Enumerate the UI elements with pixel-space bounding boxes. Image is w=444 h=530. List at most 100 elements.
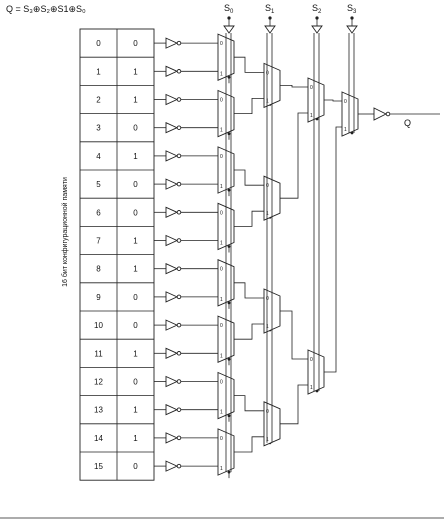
mux0-to-mux1-wire: [234, 169, 264, 186]
table-value-cell: 0: [133, 293, 138, 302]
inverter-bubble-icon: [176, 153, 182, 159]
select-subscript: 1: [271, 9, 275, 15]
table-index-cell: 13: [94, 406, 103, 415]
inverter-bubble-icon: [176, 379, 182, 384]
mux-input-1-label: 1: [310, 113, 313, 119]
junction-dot: [227, 357, 231, 361]
inverter-bubble-icon: [176, 407, 182, 412]
select-terminal-dot: [268, 16, 272, 20]
mux2-to-mux3-wire: [324, 99, 342, 102]
table-index-cell: 7: [96, 237, 101, 246]
mux1-to-mux2-wire: [280, 85, 308, 88]
select-subscript: 3: [353, 9, 357, 15]
select-label-s1: S1: [265, 3, 275, 15]
mux-input-1-label: 1: [344, 127, 347, 133]
mux-input-1-label: 1: [266, 211, 269, 217]
wiring: [154, 42, 440, 479]
select-buffer-icon: [346, 25, 358, 34]
mux1-to-mux2-wire: [280, 112, 308, 199]
junction-dot: [227, 414, 231, 418]
table-value-cell: 0: [133, 180, 138, 189]
table-value-cell: 0: [133, 124, 138, 133]
select-label-s2: S2: [312, 3, 322, 15]
buffer-icon: [165, 178, 179, 190]
junction-dot: [227, 301, 231, 305]
table-value-cell: 1: [133, 349, 138, 358]
mux-input-1-label: 1: [220, 128, 223, 134]
table-index-cell: 2: [96, 96, 101, 105]
select-label-s3: S3: [347, 3, 357, 15]
mux-input-1-label: 1: [220, 466, 223, 472]
select-label-s0: S0: [224, 3, 234, 15]
mux0-to-mux1-wire: [234, 282, 264, 299]
mux-input-0-label: 0: [220, 380, 223, 386]
inverter-bubble-icon: [176, 125, 182, 130]
table-value-cell: 1: [133, 434, 138, 443]
junction-dot: [227, 75, 231, 79]
mux-input-0-label: 0: [266, 409, 269, 415]
table-value-cell: 1: [133, 152, 138, 161]
table-index-cell: 14: [94, 434, 103, 443]
mux0-to-mux1-wire: [234, 210, 264, 227]
select-terminal-dot: [227, 16, 231, 20]
output-buffer-icon: [373, 107, 388, 121]
mux-input-1-label: 1: [266, 98, 269, 104]
inverter-bubble-icon: [176, 97, 182, 102]
memory-side-label: 16 бит конфигурационной памяти: [61, 177, 69, 287]
input-buffers: [165, 37, 391, 472]
mux-input-0-label: 0: [220, 41, 223, 47]
mux0-to-mux1-wire: [234, 323, 264, 340]
select-buffer-icon: [311, 25, 323, 34]
mux-input-0-label: 0: [266, 70, 269, 76]
mux0-to-mux1-wire: [234, 395, 264, 412]
mux2-to-mux3-wire: [324, 126, 342, 373]
mux-input-1-label: 1: [266, 437, 269, 443]
table-value-cell: 0: [133, 39, 138, 48]
inverter-bubble-icon: [176, 294, 182, 300]
mux-input-1-label: 1: [266, 324, 269, 330]
table-index-cell: 6: [96, 208, 101, 217]
buffer-icon: [165, 65, 179, 77]
mux-input-0-label: 0: [220, 267, 223, 273]
mux-input-1-label: 1: [220, 241, 223, 247]
select-buffer-icon: [264, 25, 276, 34]
mux-input-0-label: 0: [344, 99, 347, 105]
table-value-cell: 1: [133, 96, 138, 105]
buffer-icon: [165, 93, 179, 106]
junction-dot: [227, 470, 231, 474]
buffer-icon: [165, 37, 179, 49]
mux0-to-mux1-wire: [234, 436, 264, 453]
buffer-icon: [165, 460, 179, 472]
inverter-bubble-icon: [176, 351, 182, 356]
table-index-cell: 10: [94, 321, 103, 330]
inverter-bubble-icon: [176, 238, 182, 243]
junction-dot: [227, 245, 231, 248]
mux-input-0-label: 0: [220, 154, 223, 160]
select-buffer-icon: [223, 25, 235, 34]
inverter-bubble-icon: [176, 435, 182, 441]
table-index-cell: 5: [96, 180, 101, 189]
buffer-icon: [165, 263, 179, 275]
inverter-bubble-icon: [176, 181, 182, 187]
mux-input-1-label: 1: [220, 71, 223, 77]
mux-input-1-label: 1: [220, 353, 223, 359]
table-index-cell: 0: [96, 39, 101, 48]
mux-input-0-label: 0: [310, 357, 313, 363]
buffer-icon: [165, 122, 179, 134]
select-subscript: 0: [230, 9, 234, 15]
table-index-cell: 4: [96, 152, 101, 161]
inverter-bubble-icon: [176, 463, 182, 469]
mux-input-1-label: 1: [310, 385, 313, 391]
mux-input-0-label: 0: [220, 323, 223, 329]
table-index-cell: 8: [96, 265, 101, 274]
junction-dot: [227, 188, 231, 192]
table-index-cell: 11: [94, 349, 103, 358]
buffer-icon: [165, 150, 179, 162]
inverter-bubble-icon: [176, 266, 182, 271]
inverter-bubble-icon: [176, 322, 182, 328]
table-value-cell: 1: [133, 265, 138, 274]
